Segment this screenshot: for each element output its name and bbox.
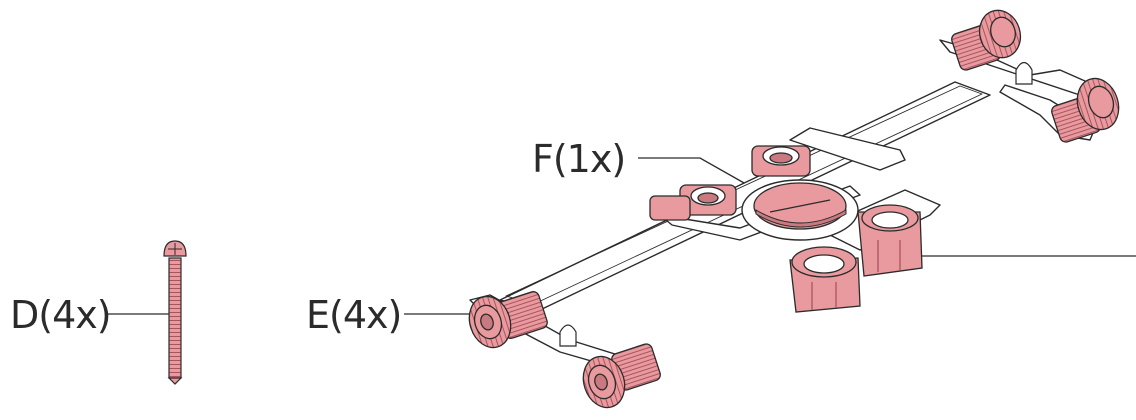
cup-left-lower: [649, 195, 691, 221]
cup-right-block: [857, 204, 923, 277]
label-f: F(1x): [532, 137, 626, 181]
foot-2: [1051, 77, 1120, 143]
foot-3: [468, 291, 548, 349]
leader-line-f: [638, 157, 761, 193]
adjustable-foot-icon: [468, 9, 1120, 409]
screw-icon: [163, 240, 187, 385]
label-e: E(4x): [306, 293, 402, 337]
leader-lines: [107, 157, 1136, 315]
foot-1: [951, 9, 1022, 71]
frame-clips: [559, 61, 1033, 347]
label-d: D(4x): [10, 293, 112, 337]
cap-icon: [741, 179, 859, 241]
foot-4: [582, 343, 661, 409]
socket-cups: [649, 145, 923, 313]
cup-lower-block: [789, 246, 861, 313]
cup-top: [751, 145, 811, 177]
